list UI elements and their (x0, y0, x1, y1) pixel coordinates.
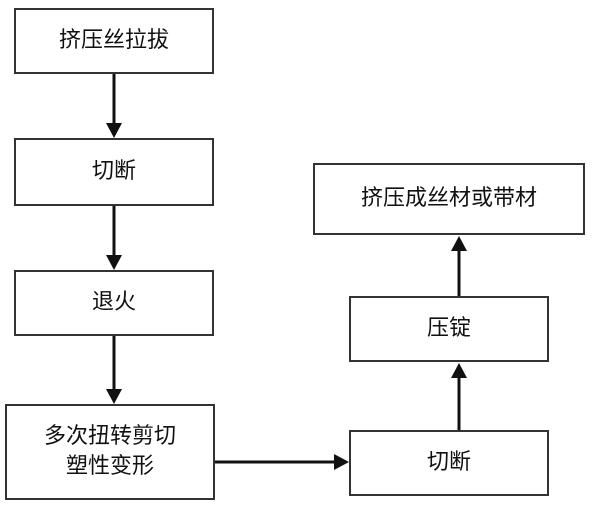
arrowhead-down (106, 123, 122, 138)
step-label: 挤压丝拉拔 (58, 28, 169, 53)
step-label: 挤压成丝材或带材 (360, 186, 537, 211)
step-cut-2: 切断 (349, 430, 549, 496)
arrowhead-right (334, 454, 349, 470)
arrowhead-up (451, 363, 467, 378)
step-extrude-wire: 挤压成丝材或带材 (313, 163, 585, 235)
step-label-line-2: 塑性变形 (65, 454, 154, 479)
arrowhead-down (106, 389, 122, 404)
step-label-line-1: 多次扭转剪切 (43, 424, 176, 449)
step-label: 退火 (91, 290, 136, 315)
step-multi-twist: 多次扭转剪切 塑性变形 (5, 404, 215, 500)
step-extrude-draw: 挤压丝拉拔 (14, 8, 214, 74)
step-label: 切断 (91, 159, 136, 184)
arrowhead-up (451, 236, 467, 251)
step-cut-1: 切断 (14, 138, 214, 206)
step-anneal: 退火 (14, 270, 214, 336)
step-label: 压锭 (426, 316, 471, 341)
step-press-ingot: 压锭 (349, 296, 549, 362)
arrowhead-down (106, 255, 122, 270)
step-label: 切断 (426, 450, 471, 475)
